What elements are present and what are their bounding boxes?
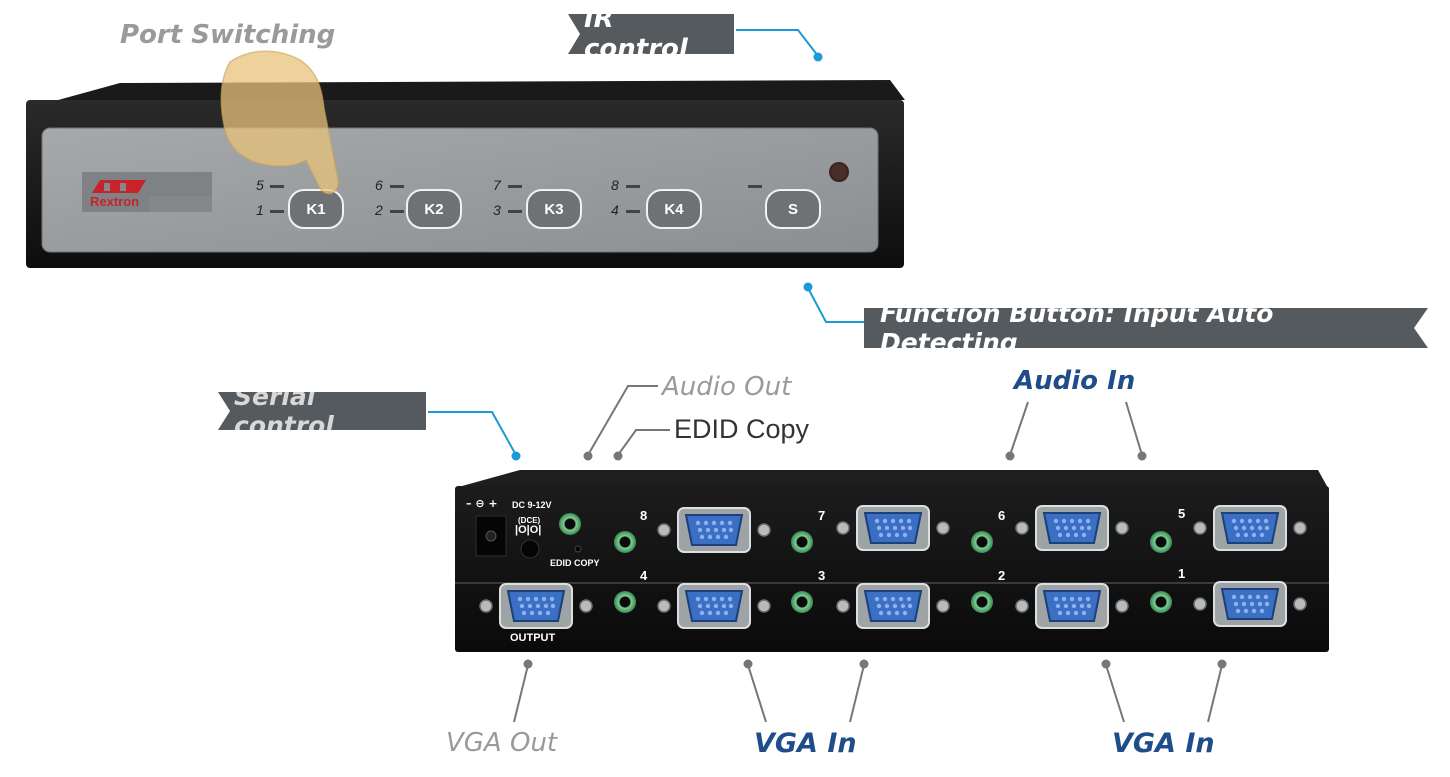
led-number-1: 1 — [256, 202, 264, 218]
ir-control-label: IR control — [584, 4, 688, 64]
serial-control-label: Serial control — [234, 382, 334, 440]
port-number-6: 6 — [998, 508, 1006, 523]
button-k1-label: K1 — [306, 200, 326, 218]
power-symbol-label: – ⊖ + — [466, 497, 498, 510]
brand-label: Rextron — [90, 194, 140, 209]
button-k3[interactable]: K3 — [526, 189, 582, 229]
rear-chassis — [455, 486, 1329, 652]
audio-out-label: Audio Out — [662, 372, 792, 402]
output-panel-label: OUTPUT — [510, 632, 556, 644]
led-number-3: 3 — [493, 202, 501, 218]
led-number-8: 8 — [611, 177, 619, 193]
button-k4-label: K4 — [664, 200, 684, 218]
serial-icon-label: |O|O| — [515, 524, 542, 536]
power-rating-label: DC 9-12V — [512, 500, 552, 510]
button-k3-label: K3 — [544, 200, 564, 218]
button-s-label: S — [787, 200, 798, 218]
port-number-3: 3 — [818, 568, 826, 583]
edid-copy-panel-label: EDID COPY — [550, 558, 600, 568]
serial-dce-label: (DCE) — [518, 516, 541, 525]
button-k2[interactable]: K2 — [406, 189, 462, 229]
serial-control-banner: Serial control — [218, 392, 426, 430]
port-number-7: 7 — [818, 508, 826, 523]
port-number-2: 2 — [998, 568, 1006, 583]
button-k2-label: K2 — [424, 200, 444, 218]
port-switching-label: Port Switching — [120, 20, 336, 50]
led-indicators — [270, 185, 762, 213]
button-k1[interactable]: K1 — [288, 189, 344, 229]
ir-receiver-icon — [829, 162, 849, 182]
vga-in-right-label: VGA In — [1112, 728, 1215, 759]
edid-copy-label: EDID Copy — [674, 414, 810, 444]
button-s[interactable]: S — [765, 189, 821, 229]
vga-in-left-label: VGA In — [754, 728, 857, 759]
audio-in-label: Audio In — [1014, 366, 1136, 396]
port-number-4: 4 — [640, 568, 648, 583]
vga-out-label: VGA Out — [446, 728, 558, 758]
edid-copy-button-icon — [574, 545, 582, 553]
led-number-2: 2 — [375, 202, 383, 218]
rextron-logo-icon — [92, 180, 146, 193]
button-k4[interactable]: K4 — [646, 189, 702, 229]
led-number-7: 7 — [493, 177, 501, 193]
ir-control-banner: IR control — [568, 14, 734, 54]
port-number-1: 1 — [1178, 566, 1186, 581]
led-number-5: 5 — [256, 177, 264, 193]
audio-out-jack-icon — [559, 513, 581, 535]
port-number-5: 5 — [1178, 506, 1186, 521]
serial-port-icon — [520, 539, 540, 559]
port-number-8: 8 — [640, 508, 648, 523]
led-number-6: 6 — [375, 177, 383, 193]
led-number-4: 4 — [611, 202, 619, 218]
